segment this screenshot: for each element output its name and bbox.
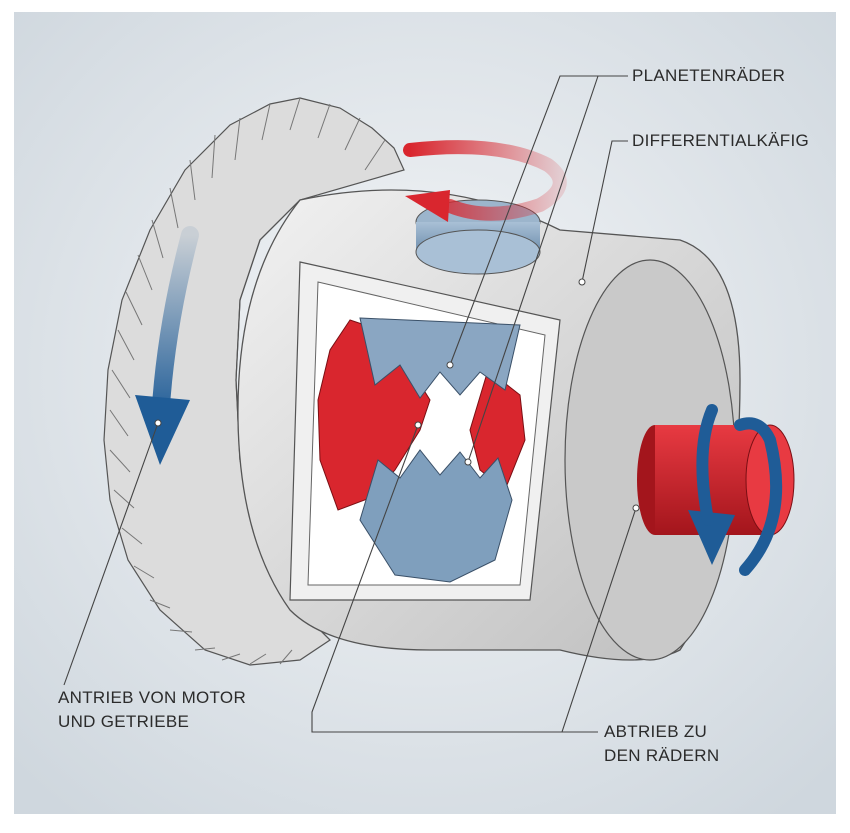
- label-planet-gears: PLANETENRÄDER: [632, 66, 786, 85]
- leader-lines: [63, 75, 637, 733]
- planet-gears-blue: [359, 317, 521, 583]
- label-input-line1: ANTRIEB VON MOTOR: [58, 688, 247, 707]
- label-output-line1: ABTRIEB ZU: [604, 722, 708, 741]
- label-differential-cage: DIFFERENTIALKÄFIG: [632, 131, 810, 150]
- label-output-line2: DEN RÄDERN: [604, 746, 720, 765]
- blue-rotation-arrow-shaft: [688, 404, 783, 576]
- blue-rotation-arrow-ring: [135, 226, 199, 465]
- leader-dots: [154, 278, 640, 512]
- label-input-line2: UND GETRIEBE: [58, 712, 190, 731]
- red-rotation-arrow: [403, 140, 567, 222]
